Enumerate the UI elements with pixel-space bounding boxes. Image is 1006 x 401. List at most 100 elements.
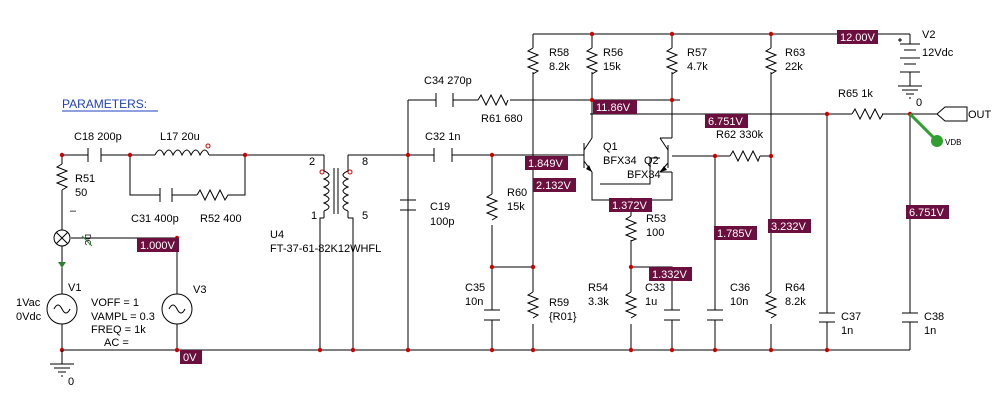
r65-value: 1k (861, 88, 873, 100)
c31-value: 400p (154, 213, 178, 225)
r61-value: 680 (504, 113, 522, 125)
voltage-tag-6-751v-b-text: 6.751V (909, 207, 945, 219)
voltage-tag-2-132v: 2.132V (533, 178, 576, 192)
capacitor-c18[interactable] (87, 148, 102, 162)
r62-name: R62 (716, 129, 736, 141)
v3-freq: FREQ = 1k (91, 324, 146, 336)
voltage-tag-1-332v: 1.332V (649, 267, 692, 281)
inductor-l17[interactable] (154, 143, 212, 157)
out-port[interactable] (936, 106, 968, 122)
capacitor-c38[interactable] (902, 312, 918, 323)
voltage-tag-6-751v-b: 6.751V (906, 205, 949, 219)
v1-line2: 0Vdc (16, 311, 42, 323)
transistor-q2[interactable] (659, 137, 680, 173)
q1-part: BFX34 (603, 155, 637, 167)
r65-name: R65 (838, 88, 858, 100)
r56-value: 15k (603, 61, 621, 73)
resistor-r63[interactable] (764, 47, 778, 75)
r51-value: 50 (75, 187, 87, 199)
r53-name: R53 (646, 213, 666, 225)
r57-name: R57 (687, 47, 707, 59)
capacitor-c19[interactable] (400, 199, 416, 211)
r63-name: R63 (785, 47, 805, 59)
resistor-r59[interactable] (526, 291, 540, 319)
r59-name: R59 (549, 297, 569, 309)
svg-text:C18 200p: C18 200p (74, 131, 122, 143)
voltage-tag-1-000v-text: 1.000V (140, 240, 176, 252)
capacitor-c36[interactable] (707, 309, 723, 321)
r54-value: 3.3k (588, 296, 609, 308)
voltage-tag-1-785v-text: 1.785V (717, 228, 753, 240)
capacitor-c32[interactable] (433, 148, 453, 162)
capacitor-c35[interactable] (484, 309, 500, 321)
dc-source-v2[interactable] (898, 38, 920, 73)
r64-name: R64 (785, 282, 805, 294)
voltage-tag-6-751v-a: 6.751V (705, 114, 748, 128)
voltage-tag-1-849v: 1.849V (525, 156, 568, 170)
resistor-r56[interactable] (585, 47, 599, 75)
c38-value: 1n (924, 325, 936, 337)
resistor-r60[interactable] (485, 193, 499, 221)
l17-name: L17 (160, 131, 178, 143)
parameters-label[interactable]: PARAMETERS: (62, 97, 147, 111)
r54-name: R54 (588, 282, 608, 294)
capacitor-c37[interactable] (819, 312, 835, 323)
vdb-probe-icon[interactable] (908, 112, 943, 147)
dc-probe-arrow (81, 235, 93, 247)
c34-value: 270p (447, 75, 471, 87)
u4-pin2: 2 (309, 156, 315, 168)
resistor-r54[interactable] (624, 291, 638, 319)
resistor-r57[interactable] (665, 47, 679, 75)
resistor-r65[interactable] (840, 107, 884, 121)
voltage-tag-1-372v: 1.372V (609, 198, 652, 212)
voltage-tag-12v-text: 12.00V (840, 32, 876, 44)
resistor-r52[interactable] (196, 188, 231, 202)
resistor-r61[interactable] (477, 93, 509, 107)
r62-value: 330k (739, 129, 763, 141)
voltage-source-v1[interactable] (46, 293, 78, 325)
r52-value: 400 (223, 213, 241, 225)
current-probe-marker[interactable] (53, 229, 71, 268)
c19-value: 100p (430, 216, 454, 228)
transformer-u4[interactable] (319, 155, 353, 218)
u4-part: FT-37-61-82K12WHFL (270, 243, 381, 255)
c36-value: 10n (730, 296, 748, 308)
ground-symbol-right (898, 85, 922, 99)
c32-value: 1n (448, 131, 460, 143)
transistor-q1[interactable] (576, 137, 593, 173)
dc-probe-label: DC (83, 234, 92, 246)
c36-name: C36 (730, 282, 750, 294)
c32-name: C32 (425, 131, 445, 143)
l17-value: 20u (181, 131, 199, 143)
resistor-r58[interactable] (526, 47, 540, 75)
r58-name: R58 (549, 47, 569, 59)
voltage-source-v3[interactable] (161, 293, 193, 325)
svg-text:C32 1n: C32 1n (425, 131, 461, 143)
out-label: OUT (968, 109, 992, 121)
c19-name: C19 (430, 201, 450, 213)
resistor-r64[interactable] (764, 291, 778, 319)
voltage-tag-1-000v: 1.000V (137, 238, 179, 252)
voltage-tag-12v: 12.00V (837, 30, 878, 44)
resistor-r51[interactable] (55, 163, 69, 191)
v2-name: V2 (922, 29, 935, 41)
r58-value: 8.2k (549, 61, 570, 73)
resistor-r62[interactable] (729, 149, 761, 163)
c33-name: C33 (645, 282, 665, 294)
c34-name: C34 (424, 75, 444, 87)
u4-pin8: 8 (362, 156, 368, 168)
svg-text:C31 400p: C31 400p (131, 213, 179, 225)
r60-value: 15k (507, 201, 525, 213)
v2-value: 12Vdc (922, 47, 954, 59)
capacitor-c34[interactable] (435, 93, 454, 107)
r60-name: R60 (507, 187, 527, 199)
voltage-tag-1-332v-text: 1.332V (652, 269, 688, 281)
capacitor-c33[interactable] (664, 309, 680, 321)
resistor-r53[interactable] (624, 215, 638, 242)
capacitor-c31[interactable] (159, 188, 173, 202)
v3-vampl: VAMPL = 0.3 (91, 311, 155, 323)
v1-name: V1 (68, 282, 81, 294)
voltage-tag-0v: 0V (180, 350, 202, 364)
